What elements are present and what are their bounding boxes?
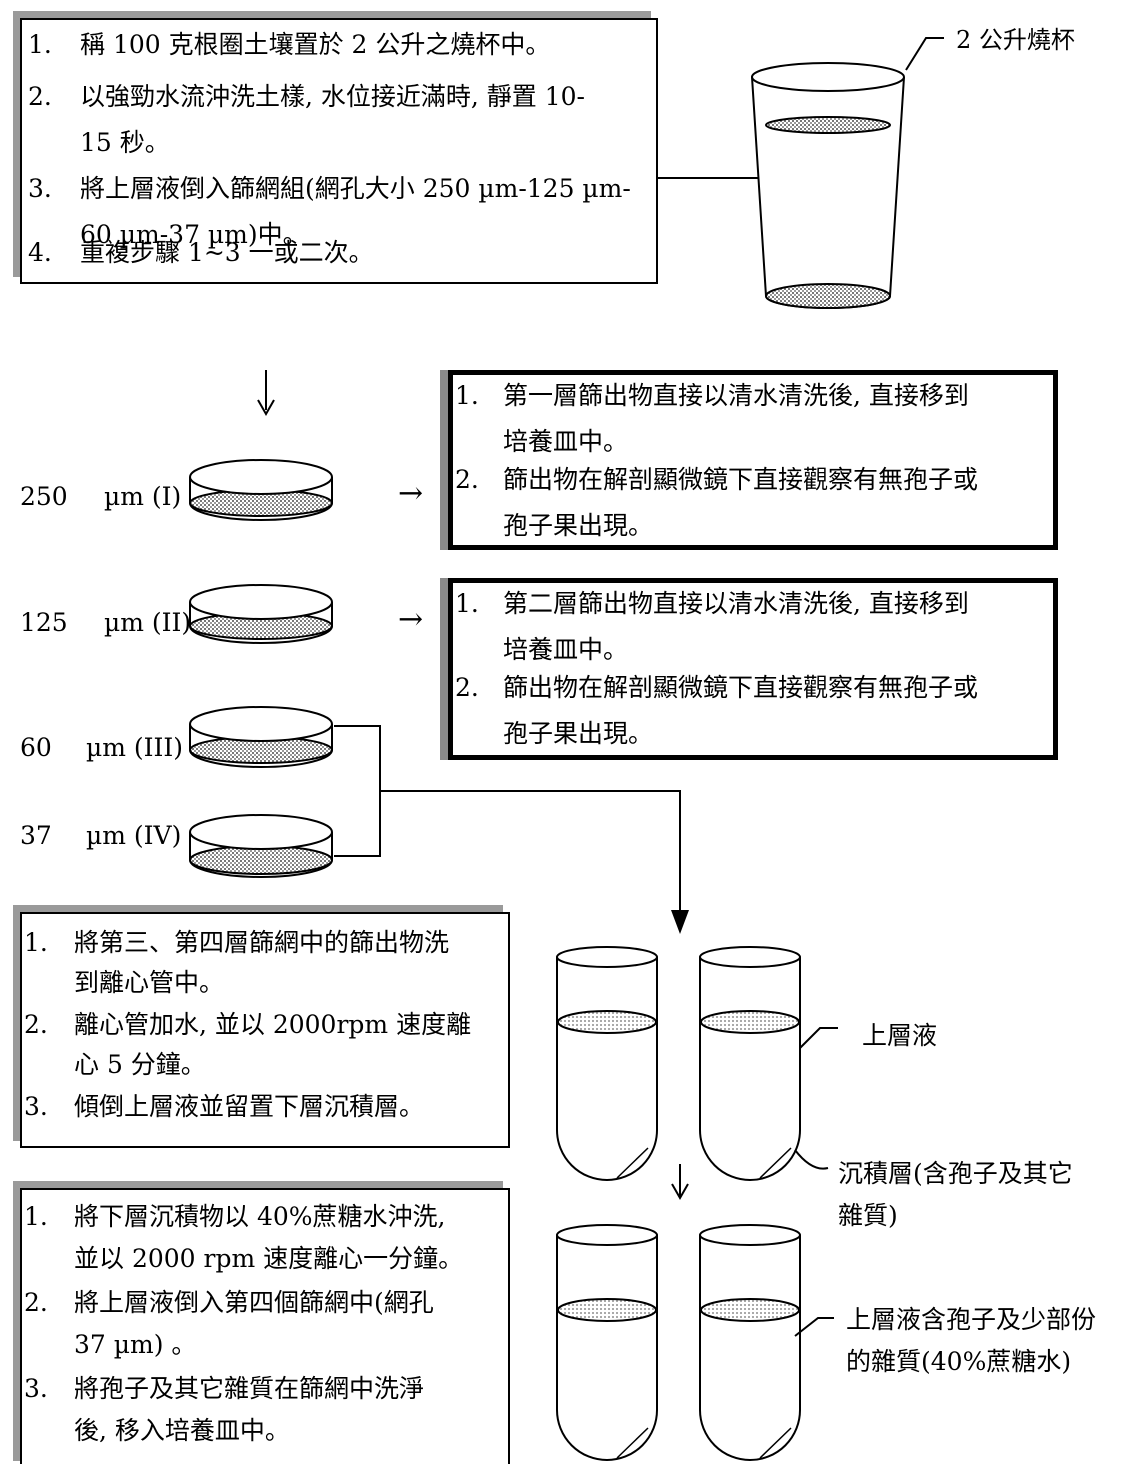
sediment-label-line2: 雜質) (838, 1201, 898, 1230)
down-arrow-icon (671, 1164, 689, 1201)
right-arrow-icon: → (398, 602, 424, 637)
sieve-size-label: 37 (20, 821, 52, 850)
sieve-size-label: 60 (20, 733, 52, 762)
right-arrow-icon: → (398, 476, 424, 511)
step-box-sucrose: 1.將下層沉積物以 40%蔗糖水沖洗, 並以 2000 rpm 速度離心一分鐘。… (20, 1188, 510, 1464)
step-box-sieve-250: 1.第一層篩出物直接以清水清洗後, 直接移到 培養皿中。 2.篩出物在解剖顯微鏡… (448, 370, 1058, 550)
sieve-60-graphic (189, 706, 333, 768)
sieve-37-graphic (189, 814, 333, 878)
beaker-label: 2 公升燒杯 (956, 26, 1075, 54)
sucrose-label-line2: 的雜質(40%蔗糖水) (846, 1347, 1072, 1376)
sediment-label-line1: 沉積層(含孢子及其它 (838, 1159, 1073, 1188)
bracket-connector (334, 725, 689, 934)
sieve-unit-label: µm (II) (104, 608, 192, 637)
leader-line (799, 1027, 838, 1049)
sieve-unit-label: µm (I) (104, 482, 182, 511)
step-box-soil-wash: 1.稱 100 克根圈土壤置於 2 公升之燒杯中。 2.以強勁水流沖洗土樣, 水… (20, 18, 658, 284)
beaker-graphic (751, 37, 944, 309)
sucrose-label-line1: 上層液含孢子及少部份 (846, 1305, 1097, 1334)
centrifuge-tube-graphic (556, 1224, 658, 1461)
down-arrow-icon (257, 370, 275, 417)
sieve-size-label: 250 (20, 482, 68, 511)
centrifuge-tube-graphic (699, 1224, 801, 1461)
sieve-250-graphic (189, 459, 333, 521)
centrifuge-tube-graphic (699, 946, 801, 1181)
centrifuge-tube-graphic (556, 946, 658, 1181)
sieve-unit-label: µm (IV) (86, 821, 182, 850)
sieve-unit-label: µm (III) (86, 733, 184, 762)
step-box-centrifuge: 1.將第三、第四層篩網中的篩出物洗 到離心管中。 2.離心管加水, 並以 200… (20, 912, 510, 1148)
step-box-sieve-125: 1.第二層篩出物直接以清水清洗後, 直接移到 培養皿中。 2.篩出物在解剖顯微鏡… (448, 578, 1058, 760)
leader-line (794, 1149, 829, 1170)
sieve-size-label: 125 (20, 608, 68, 637)
leader-line (794, 1317, 834, 1337)
supernatant-label: 上層液 (862, 1021, 938, 1050)
sieve-125-graphic (189, 584, 333, 644)
